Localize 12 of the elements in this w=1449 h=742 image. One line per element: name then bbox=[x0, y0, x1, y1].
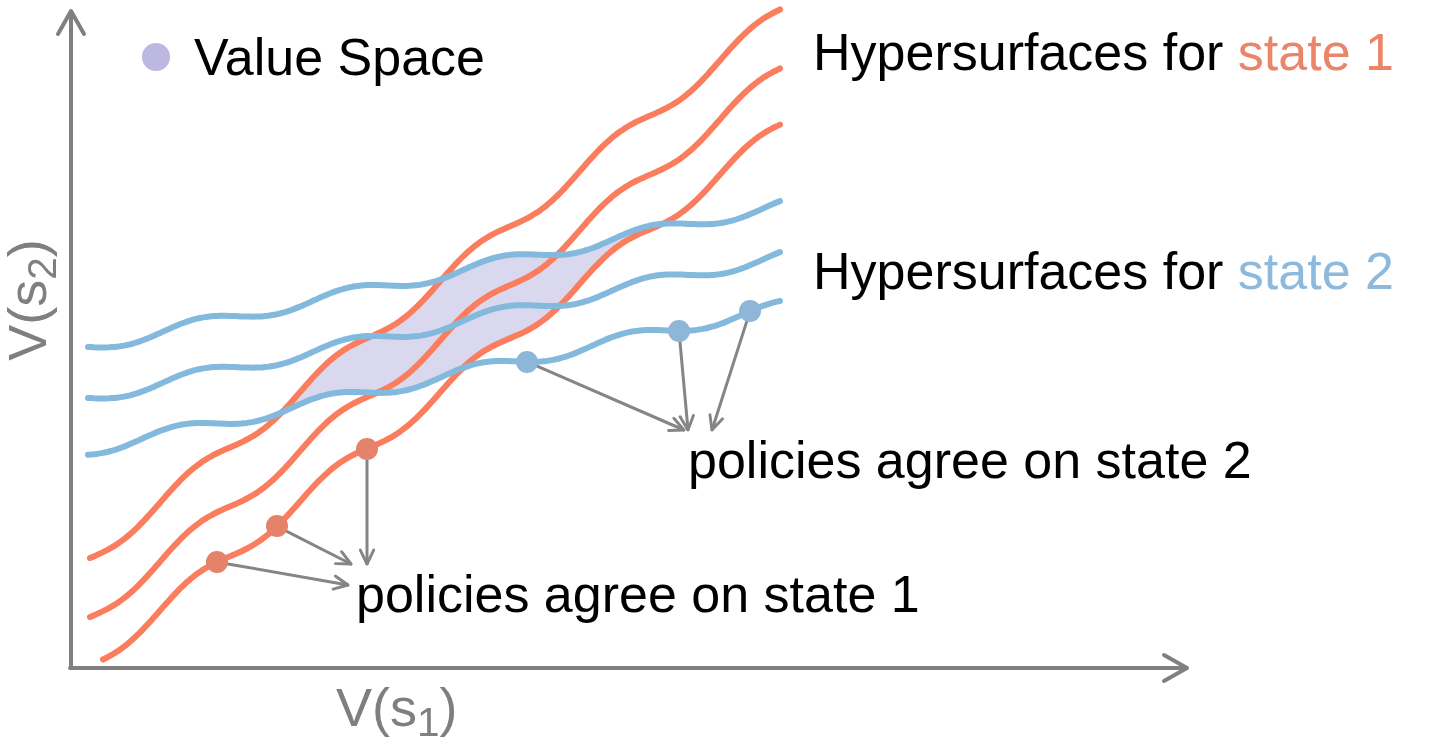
arrow bbox=[226, 562, 350, 591]
point-marker bbox=[356, 437, 378, 460]
arrow bbox=[678, 340, 695, 432]
arrow bbox=[535, 364, 686, 432]
point-marker bbox=[739, 300, 761, 323]
point-marker bbox=[516, 350, 538, 373]
point-marker bbox=[206, 550, 228, 573]
arrow bbox=[285, 529, 353, 566]
point-marker bbox=[668, 319, 690, 342]
arrow bbox=[358, 458, 376, 566]
arrow bbox=[708, 320, 749, 432]
point-marker bbox=[266, 515, 288, 538]
